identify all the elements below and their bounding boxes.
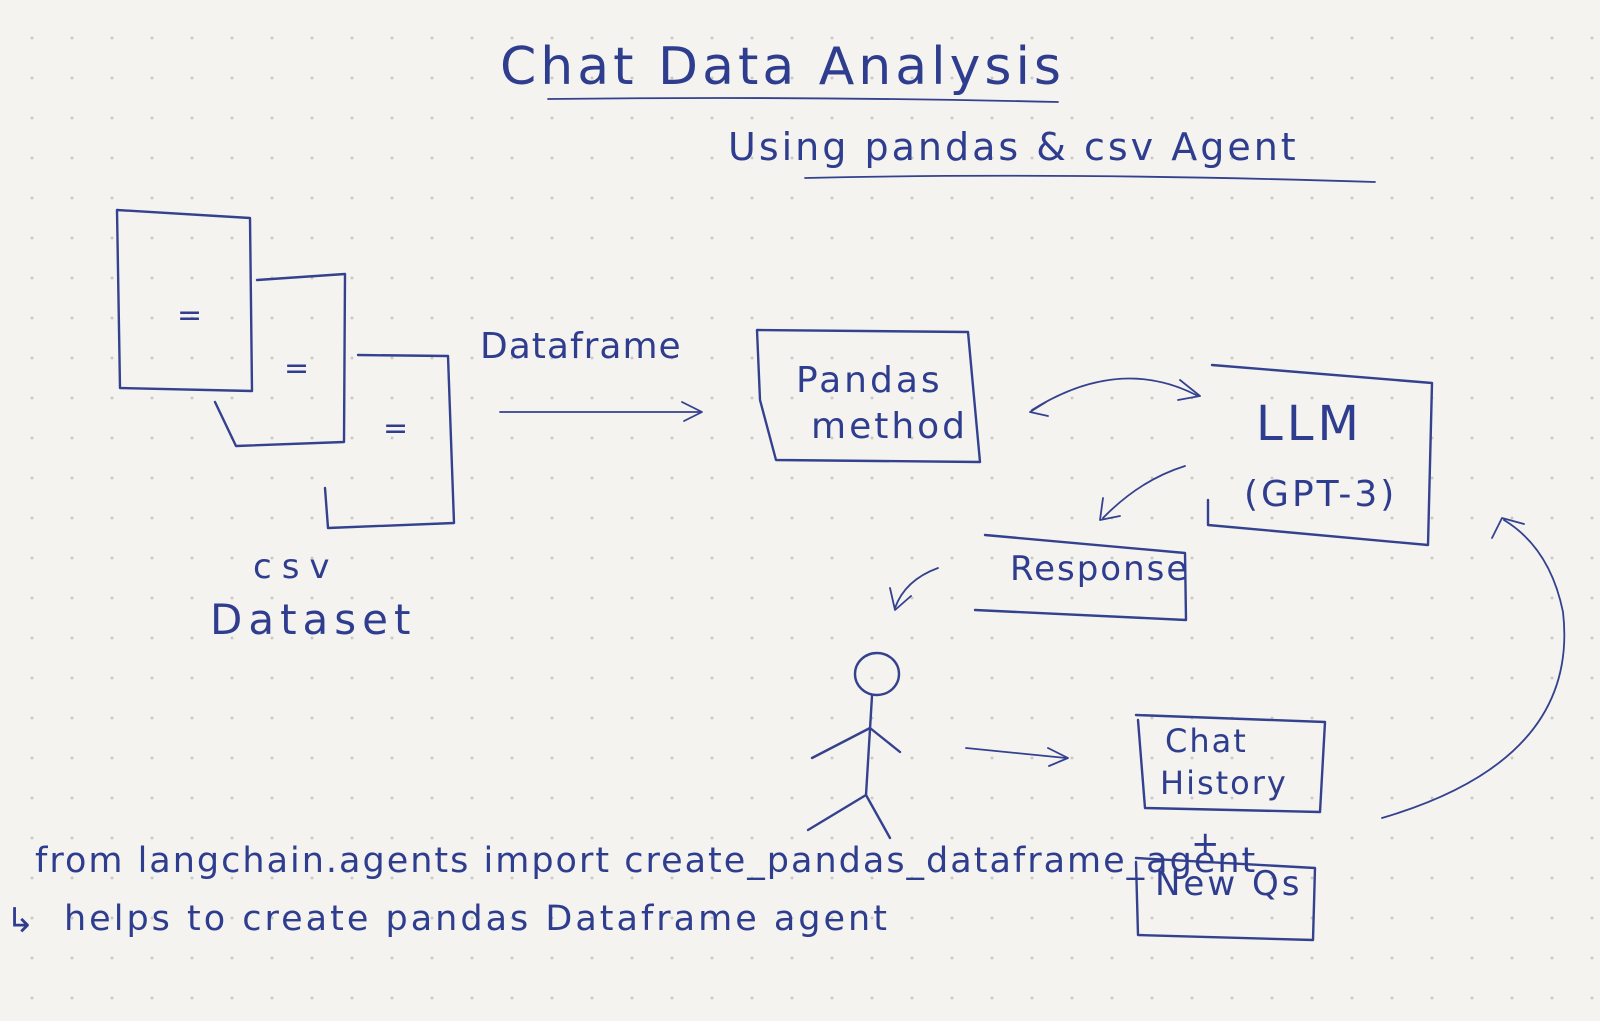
user-to-history-arrow [965,747,1069,767]
csv-to-pandas-arrow [499,401,703,422]
llm-to-response-arrow [1099,465,1186,521]
note-arrow: ↳ [6,901,35,941]
subtitle-underline [804,174,1376,183]
chat-history-box: Chat History [1134,713,1327,814]
new-questions-box: New Qs [1134,856,1317,942]
llm-box: LLM (GPT-3) [1206,363,1434,547]
title-underline [547,97,1059,103]
csv-label: csv [253,547,340,587]
new-questions-label: New Qs [1155,864,1302,904]
response-box: Response [973,533,1189,622]
dataframe-edge-label: Dataframe [480,326,682,367]
plus-sign: + [1191,824,1220,864]
user-stick-figure [806,651,902,840]
title: Chat Data Analysis [500,37,1065,97]
doc-glyph-2: = [284,351,309,386]
code-import-line: from langchain.agents import create_pand… [35,841,1257,881]
method-label: method [811,406,968,447]
llm-label: LLM [1256,396,1363,452]
note-line: helps to create pandas Dataframe agent [64,899,890,939]
pandas-method-box: Pandas method [755,328,982,464]
history-to-llm-arrow [1381,517,1566,819]
history-label: History [1160,764,1288,802]
chat-label: Chat [1165,722,1248,760]
response-label: Response [1010,549,1189,589]
gpt3-label: (GPT-3) [1244,474,1397,515]
response-to-user-arrow [889,567,939,611]
dataset-label: Dataset [210,595,416,644]
doc-glyph-1: = [177,298,202,333]
csv-dataset-icon: = = = [115,208,456,530]
pandas-label: Pandas [796,360,943,401]
subtitle: Using pandas & csv Agent [728,125,1299,169]
pandas-llm-bidirectional-arrow [1029,377,1201,417]
doc-glyph-3: = [383,411,408,446]
